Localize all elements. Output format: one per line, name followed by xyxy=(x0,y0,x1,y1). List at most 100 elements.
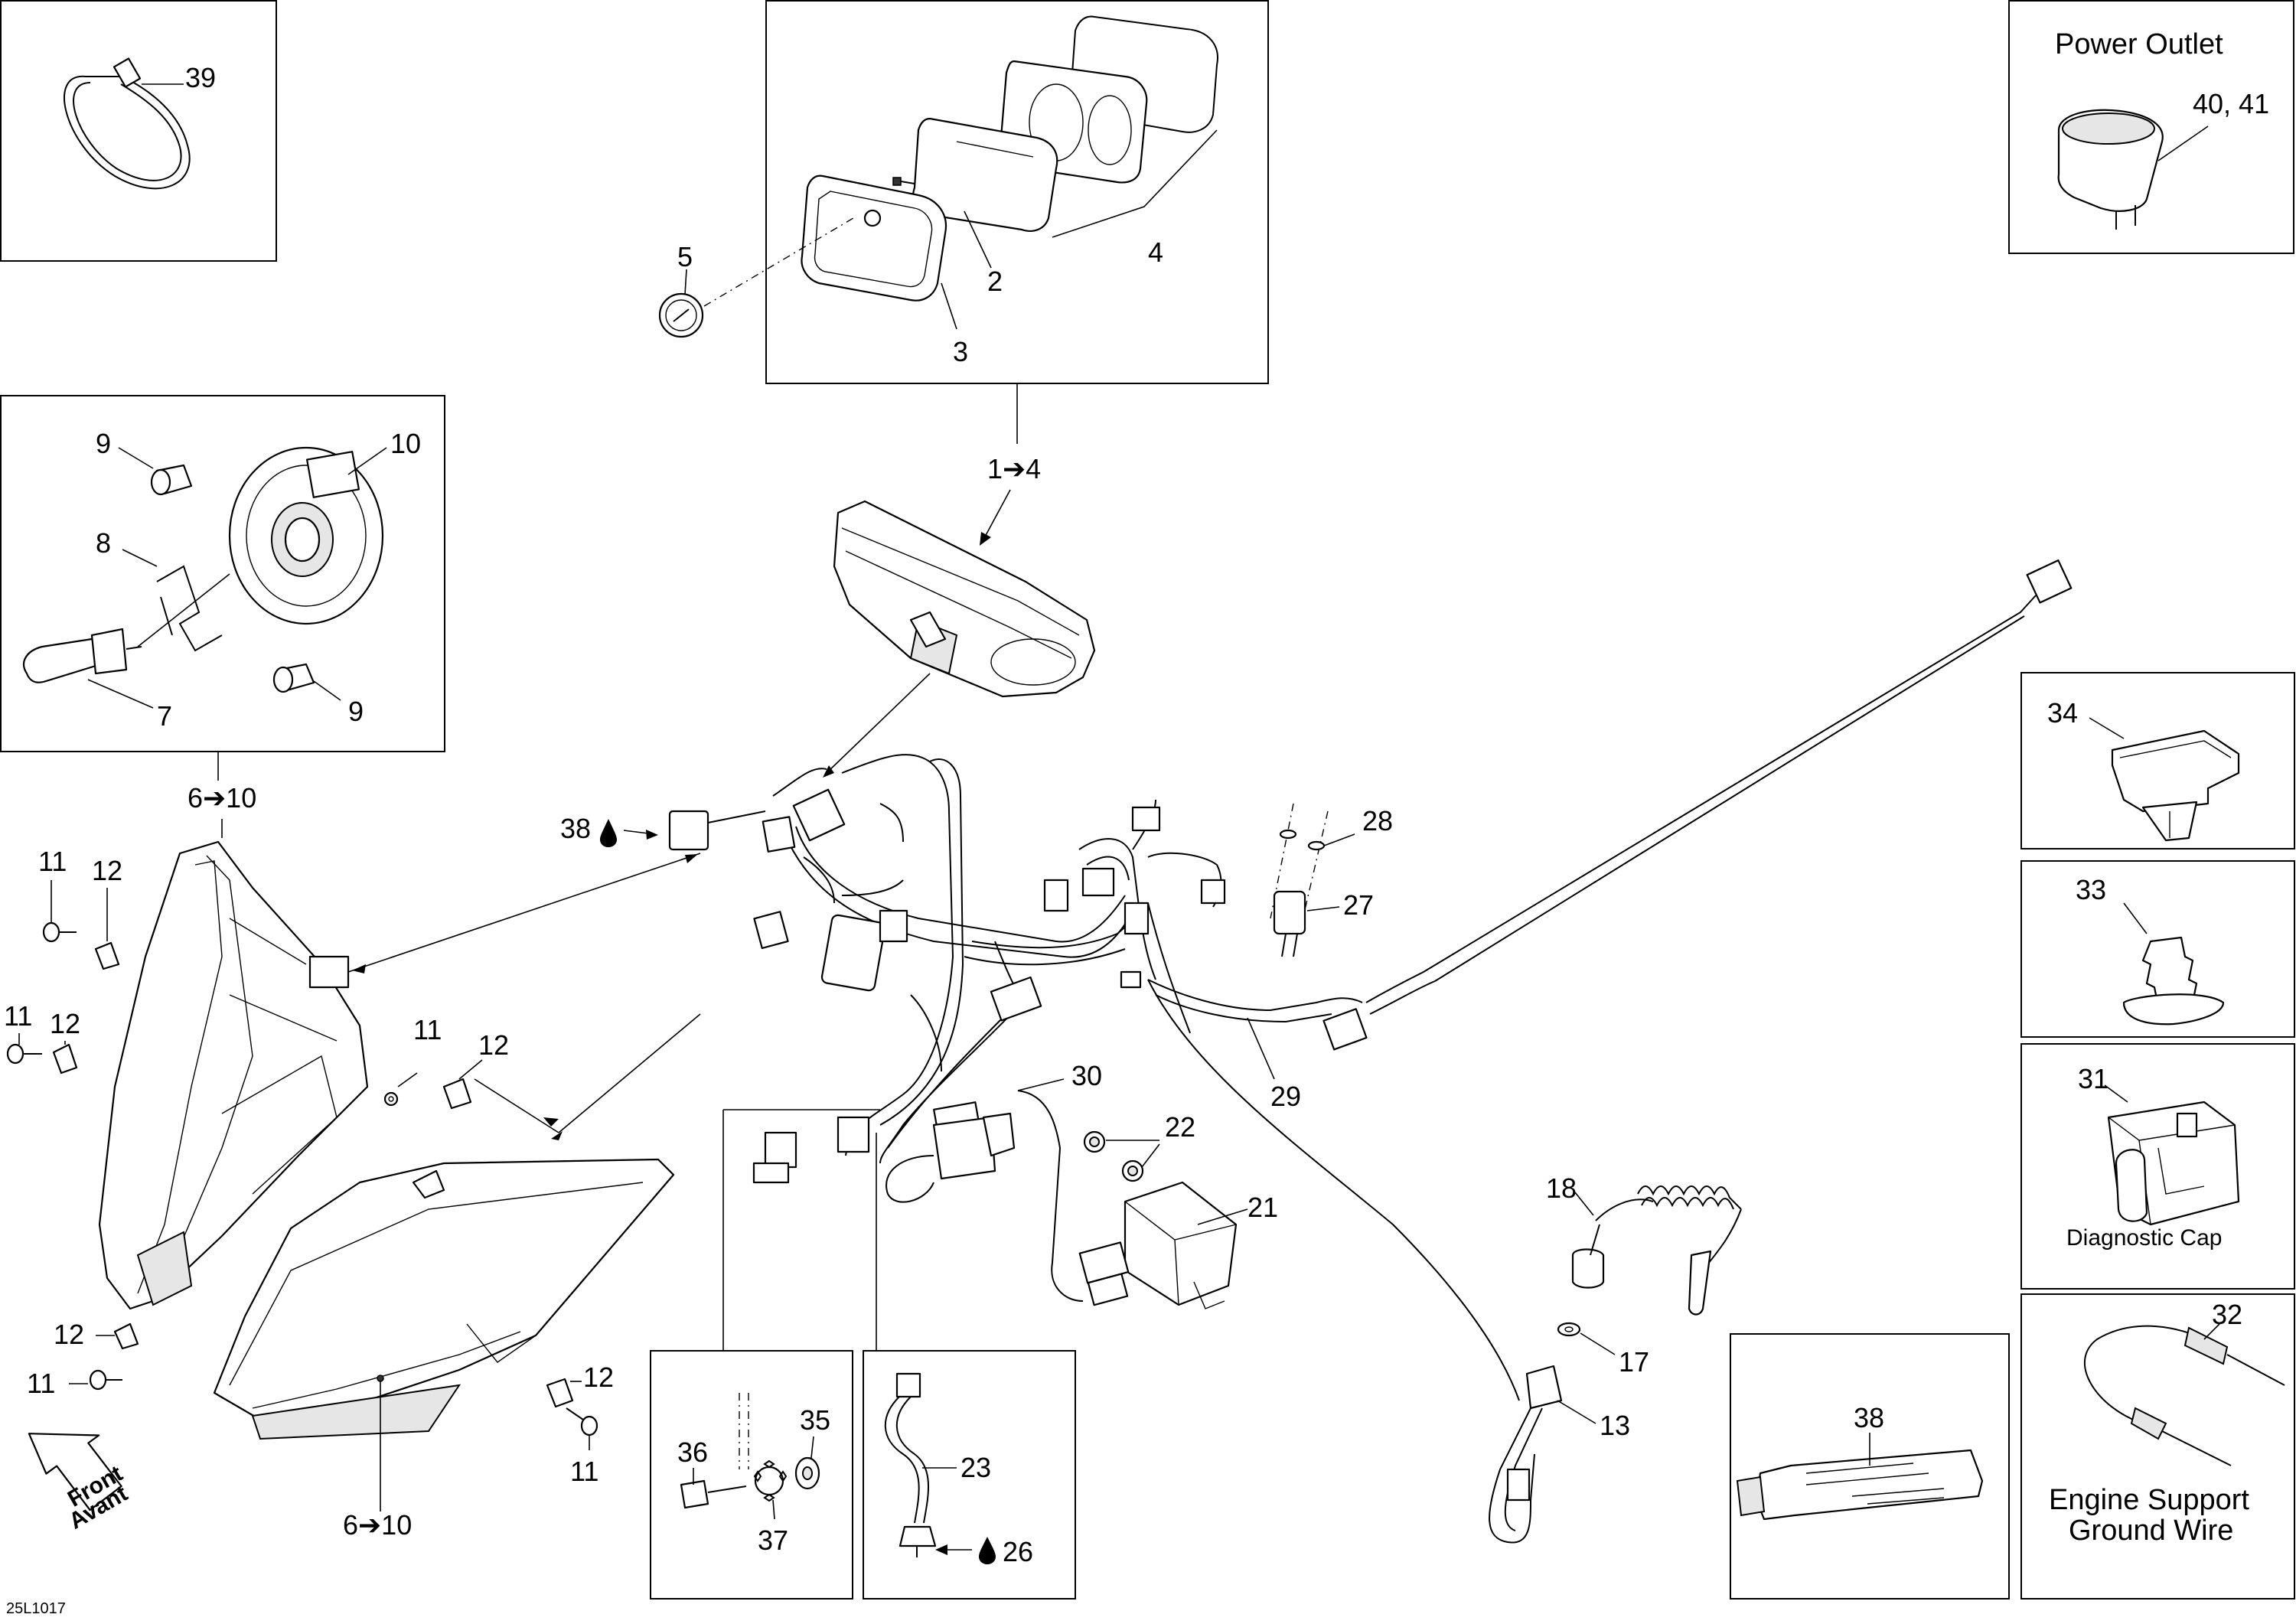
harness-connector-o xyxy=(752,1131,797,1184)
callout-21: 21 xyxy=(1247,1192,1278,1223)
box-compound-tube xyxy=(1730,1333,2010,1600)
ground-wire-32 xyxy=(2083,1325,2285,1466)
retaining-clip-8 xyxy=(156,565,223,652)
spacer-35 xyxy=(794,1456,820,1490)
clip-12-e xyxy=(546,1378,574,1408)
bulb-7 xyxy=(23,628,142,683)
harness-connector-f xyxy=(990,976,1042,1022)
nut-11-d xyxy=(383,1091,399,1107)
gauge-screw xyxy=(892,177,915,186)
harness-connector-b xyxy=(762,816,796,853)
box-sensor-35-37 xyxy=(650,1350,853,1600)
callout-35: 35 xyxy=(800,1404,830,1436)
callout-32: 32 xyxy=(2212,1299,2242,1330)
callout-6-10-bottom: 6➔10 xyxy=(343,1509,412,1541)
front-direction-arrow: Front Avant xyxy=(28,1433,132,1534)
callout-17: 17 xyxy=(1619,1346,1649,1378)
headlamp-reflector xyxy=(228,446,384,625)
harness-connector-k xyxy=(1124,902,1150,935)
grommet-9-bottom xyxy=(272,663,315,693)
gauge-gasket xyxy=(1069,15,1218,133)
callout-11-c: 11 xyxy=(27,1368,55,1399)
callout-37: 37 xyxy=(758,1525,788,1556)
harness-connector-n xyxy=(2026,559,2073,604)
callout-40-41: 40, 41 xyxy=(2193,88,2269,119)
clip-12-d xyxy=(442,1078,472,1110)
screw-11-e xyxy=(566,1407,598,1436)
bolt-36 xyxy=(680,1479,747,1509)
callout-3: 3 xyxy=(953,336,968,367)
callout-28: 28 xyxy=(1362,805,1393,836)
rivet-33 xyxy=(2122,936,2225,1026)
nut-22-b xyxy=(1121,1159,1144,1182)
callout-26: 26 xyxy=(1003,1536,1033,1567)
washer-17 xyxy=(1557,1322,1581,1337)
callout-11-e: 11 xyxy=(570,1456,598,1487)
ground-wire-caption-1: Engine Support xyxy=(2049,1484,2249,1516)
callout-12-d: 12 xyxy=(478,1029,509,1061)
screw-11-a xyxy=(42,921,77,943)
callout-8: 8 xyxy=(96,527,111,559)
screw-11-b xyxy=(6,1043,42,1065)
clip-12-a xyxy=(94,941,120,970)
harness-connector-p xyxy=(837,1116,870,1153)
module-21 xyxy=(1078,1181,1238,1309)
callout-18: 18 xyxy=(1546,1172,1577,1204)
box-sensor-23 xyxy=(863,1350,1076,1600)
callout-12-a: 12 xyxy=(92,855,122,886)
box-headlamp-parts xyxy=(0,395,445,752)
wire-tie-part xyxy=(64,57,191,190)
harness-connector-e xyxy=(753,911,789,950)
clip-12-b xyxy=(52,1043,78,1075)
drop-icon-26 xyxy=(979,1537,996,1564)
diagnostic-cap-31 xyxy=(2107,1101,2240,1226)
compound-tube-38 xyxy=(1736,1449,1984,1521)
harness-connector-c xyxy=(820,914,886,992)
main-wiring-harness xyxy=(772,595,2037,1164)
sensor-23 xyxy=(884,1372,937,1557)
box-ground-wire xyxy=(2020,1293,2295,1600)
right-headlamp xyxy=(213,1158,675,1440)
connector-38 xyxy=(668,810,709,851)
callout-36: 36 xyxy=(677,1436,708,1468)
harness-connector-d xyxy=(879,909,908,943)
callout-9-top: 9 xyxy=(96,428,111,459)
callout-12-e: 12 xyxy=(583,1361,614,1393)
switch-13 xyxy=(1489,1365,1563,1544)
gauge-bezel xyxy=(801,174,947,302)
callout-27: 27 xyxy=(1343,889,1374,921)
left-headlamp xyxy=(98,840,369,1310)
gauge-lens xyxy=(912,117,1058,232)
box-power-outlet xyxy=(2008,0,2294,254)
callout-2: 2 xyxy=(987,266,1003,297)
callout-31: 31 xyxy=(2078,1063,2108,1094)
callout-11-d: 11 xyxy=(413,1014,442,1045)
callout-34: 34 xyxy=(2047,697,2078,729)
drop-icon xyxy=(600,819,617,847)
harness-connector-a xyxy=(792,788,846,842)
clip-34 xyxy=(2111,729,2240,842)
lanyard-18 xyxy=(1571,1185,1742,1316)
grommet-9-top xyxy=(150,464,193,496)
harness-connector-g xyxy=(1043,879,1069,912)
harness-connector-i xyxy=(1131,806,1161,832)
gauge-cluster-assembled xyxy=(833,500,1096,698)
harness-connector-j xyxy=(1200,879,1226,905)
callout-13: 13 xyxy=(1600,1410,1630,1441)
callout-30: 30 xyxy=(1071,1060,1102,1091)
diagnostic-cap-caption: Diagnostic Cap xyxy=(2066,1225,2222,1251)
callout-11-a: 11 xyxy=(38,846,67,877)
callout-10: 10 xyxy=(390,428,421,459)
callout-29: 29 xyxy=(1270,1081,1301,1112)
gauge-dial-5 xyxy=(658,292,704,338)
callout-38-a: 38 xyxy=(560,813,591,844)
callout-7: 7 xyxy=(157,700,172,732)
callout-1-4: 1➔4 xyxy=(987,453,1041,484)
screw-11-c xyxy=(89,1369,122,1391)
nut-22-a xyxy=(1083,1130,1106,1153)
harness-connector-m xyxy=(1322,1008,1368,1051)
box-clip-34 xyxy=(2020,672,2295,850)
ground-wire-caption-2: Ground Wire xyxy=(2069,1515,2233,1547)
box-wire-tie xyxy=(0,0,277,262)
